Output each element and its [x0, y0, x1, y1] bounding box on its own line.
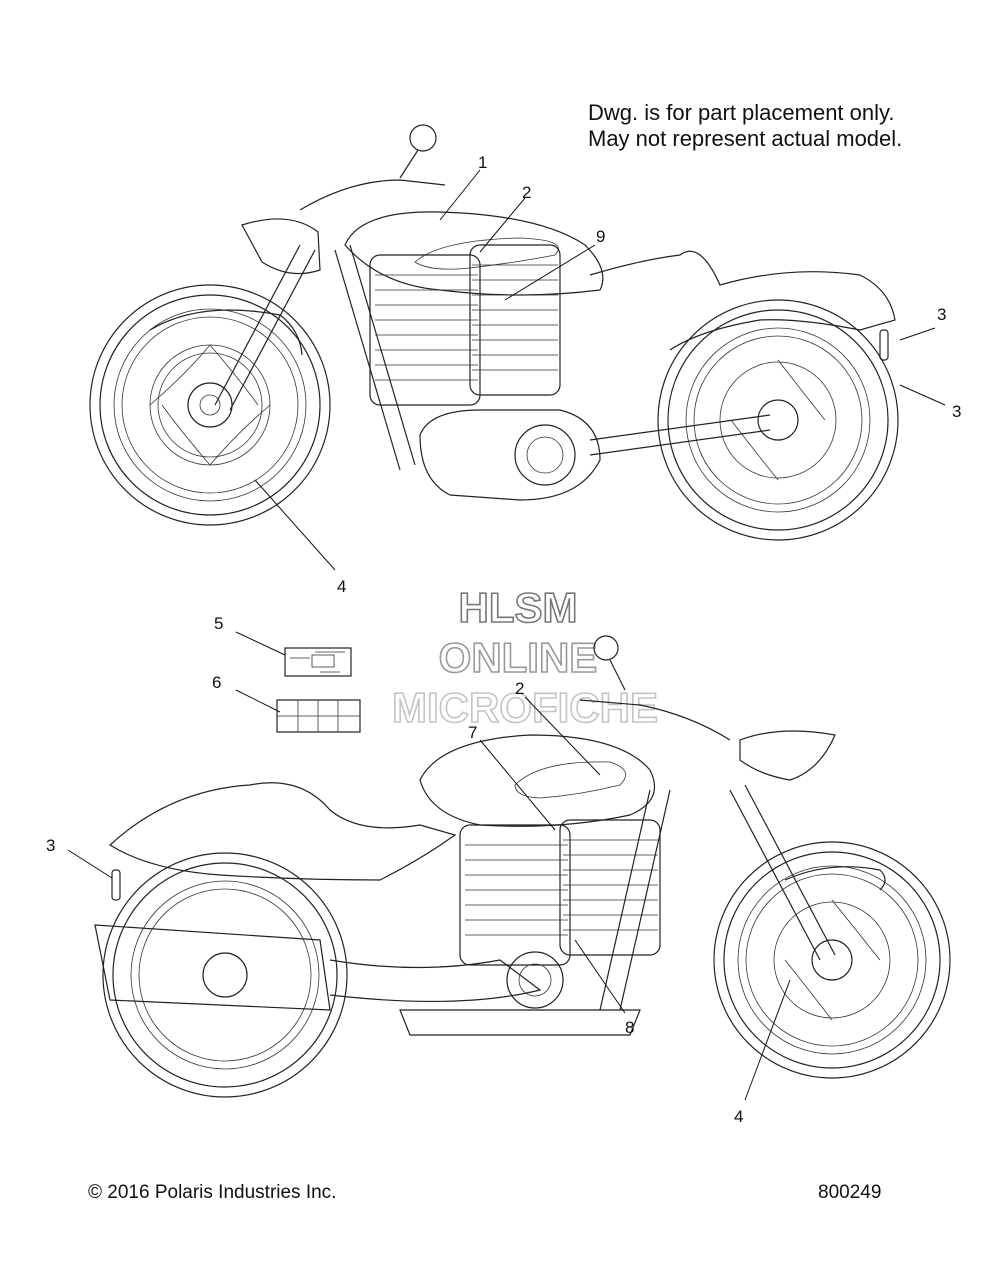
placement-note-line-1: Dwg. is for part placement only.	[588, 100, 895, 125]
callout-7: 7	[468, 723, 477, 742]
callout-8: 8	[625, 1018, 634, 1037]
callout-9: 9	[596, 227, 605, 246]
exhaust-bottom	[94, 924, 331, 1011]
watermark-line-3: MICROFICHE	[392, 684, 658, 731]
taillight-bottom	[111, 869, 121, 901]
motorcycle-bottom-view	[94, 635, 951, 1098]
front-fork-top	[214, 244, 316, 411]
watermark: HLSM ONLINE MICROFICHE	[391, 583, 659, 732]
callout-2-bottom: 2	[515, 679, 524, 698]
front-fork-bottom	[729, 784, 836, 961]
callout-6: 6	[212, 673, 221, 692]
handlebar-top	[299, 179, 446, 211]
callout-2-top: 2	[522, 183, 531, 202]
callout-4-bottom: 4	[734, 1107, 743, 1126]
callout-3-top-lower: 3	[952, 402, 961, 421]
watermark-line-2: ONLINE	[439, 634, 598, 681]
callout-4-top: 4	[337, 577, 346, 596]
seat-rear-body-bottom	[109, 782, 457, 881]
front-wheel-bottom	[713, 841, 951, 1079]
leaders-top	[254, 169, 946, 571]
drawing-number: 800249	[818, 1182, 882, 1203]
rear-wheel-top	[657, 299, 899, 541]
decal-5	[235, 631, 352, 677]
rear-wheel-bottom	[102, 852, 348, 1098]
headlight-fairing-bottom	[739, 730, 836, 781]
engine-bottom	[399, 819, 661, 1036]
callout-3-bottom: 3	[46, 836, 55, 855]
placement-note: Dwg. is for part placement only. May not…	[588, 100, 902, 152]
callout-5: 5	[214, 614, 223, 633]
front-fender-top	[149, 309, 303, 356]
decal-6	[235, 689, 361, 733]
callout-3-top-upper: 3	[937, 305, 946, 324]
headlight-fairing-top	[241, 218, 321, 275]
fuel-tank-bottom	[419, 734, 656, 827]
watermark-line-1: HLSM	[459, 584, 578, 631]
swingarm-top	[589, 414, 771, 456]
frame-bottom	[599, 789, 671, 1011]
engine-top	[369, 244, 601, 501]
fuel-tank-top	[344, 211, 604, 296]
front-wheel-top	[89, 284, 331, 526]
handlebar-bottom	[579, 699, 731, 741]
motorcycle-top-view	[89, 124, 899, 541]
taillight-top	[879, 329, 889, 361]
callout-1: 1	[478, 153, 487, 172]
leaders-bottom	[67, 696, 791, 1101]
frame-top	[334, 244, 416, 471]
front-fender-bottom	[784, 866, 886, 891]
placement-note-line-2: May not represent actual model.	[588, 126, 903, 151]
seat-rear-body-top	[589, 250, 896, 351]
copyright-text: © 2016 Polaris Industries Inc.	[88, 1182, 337, 1203]
